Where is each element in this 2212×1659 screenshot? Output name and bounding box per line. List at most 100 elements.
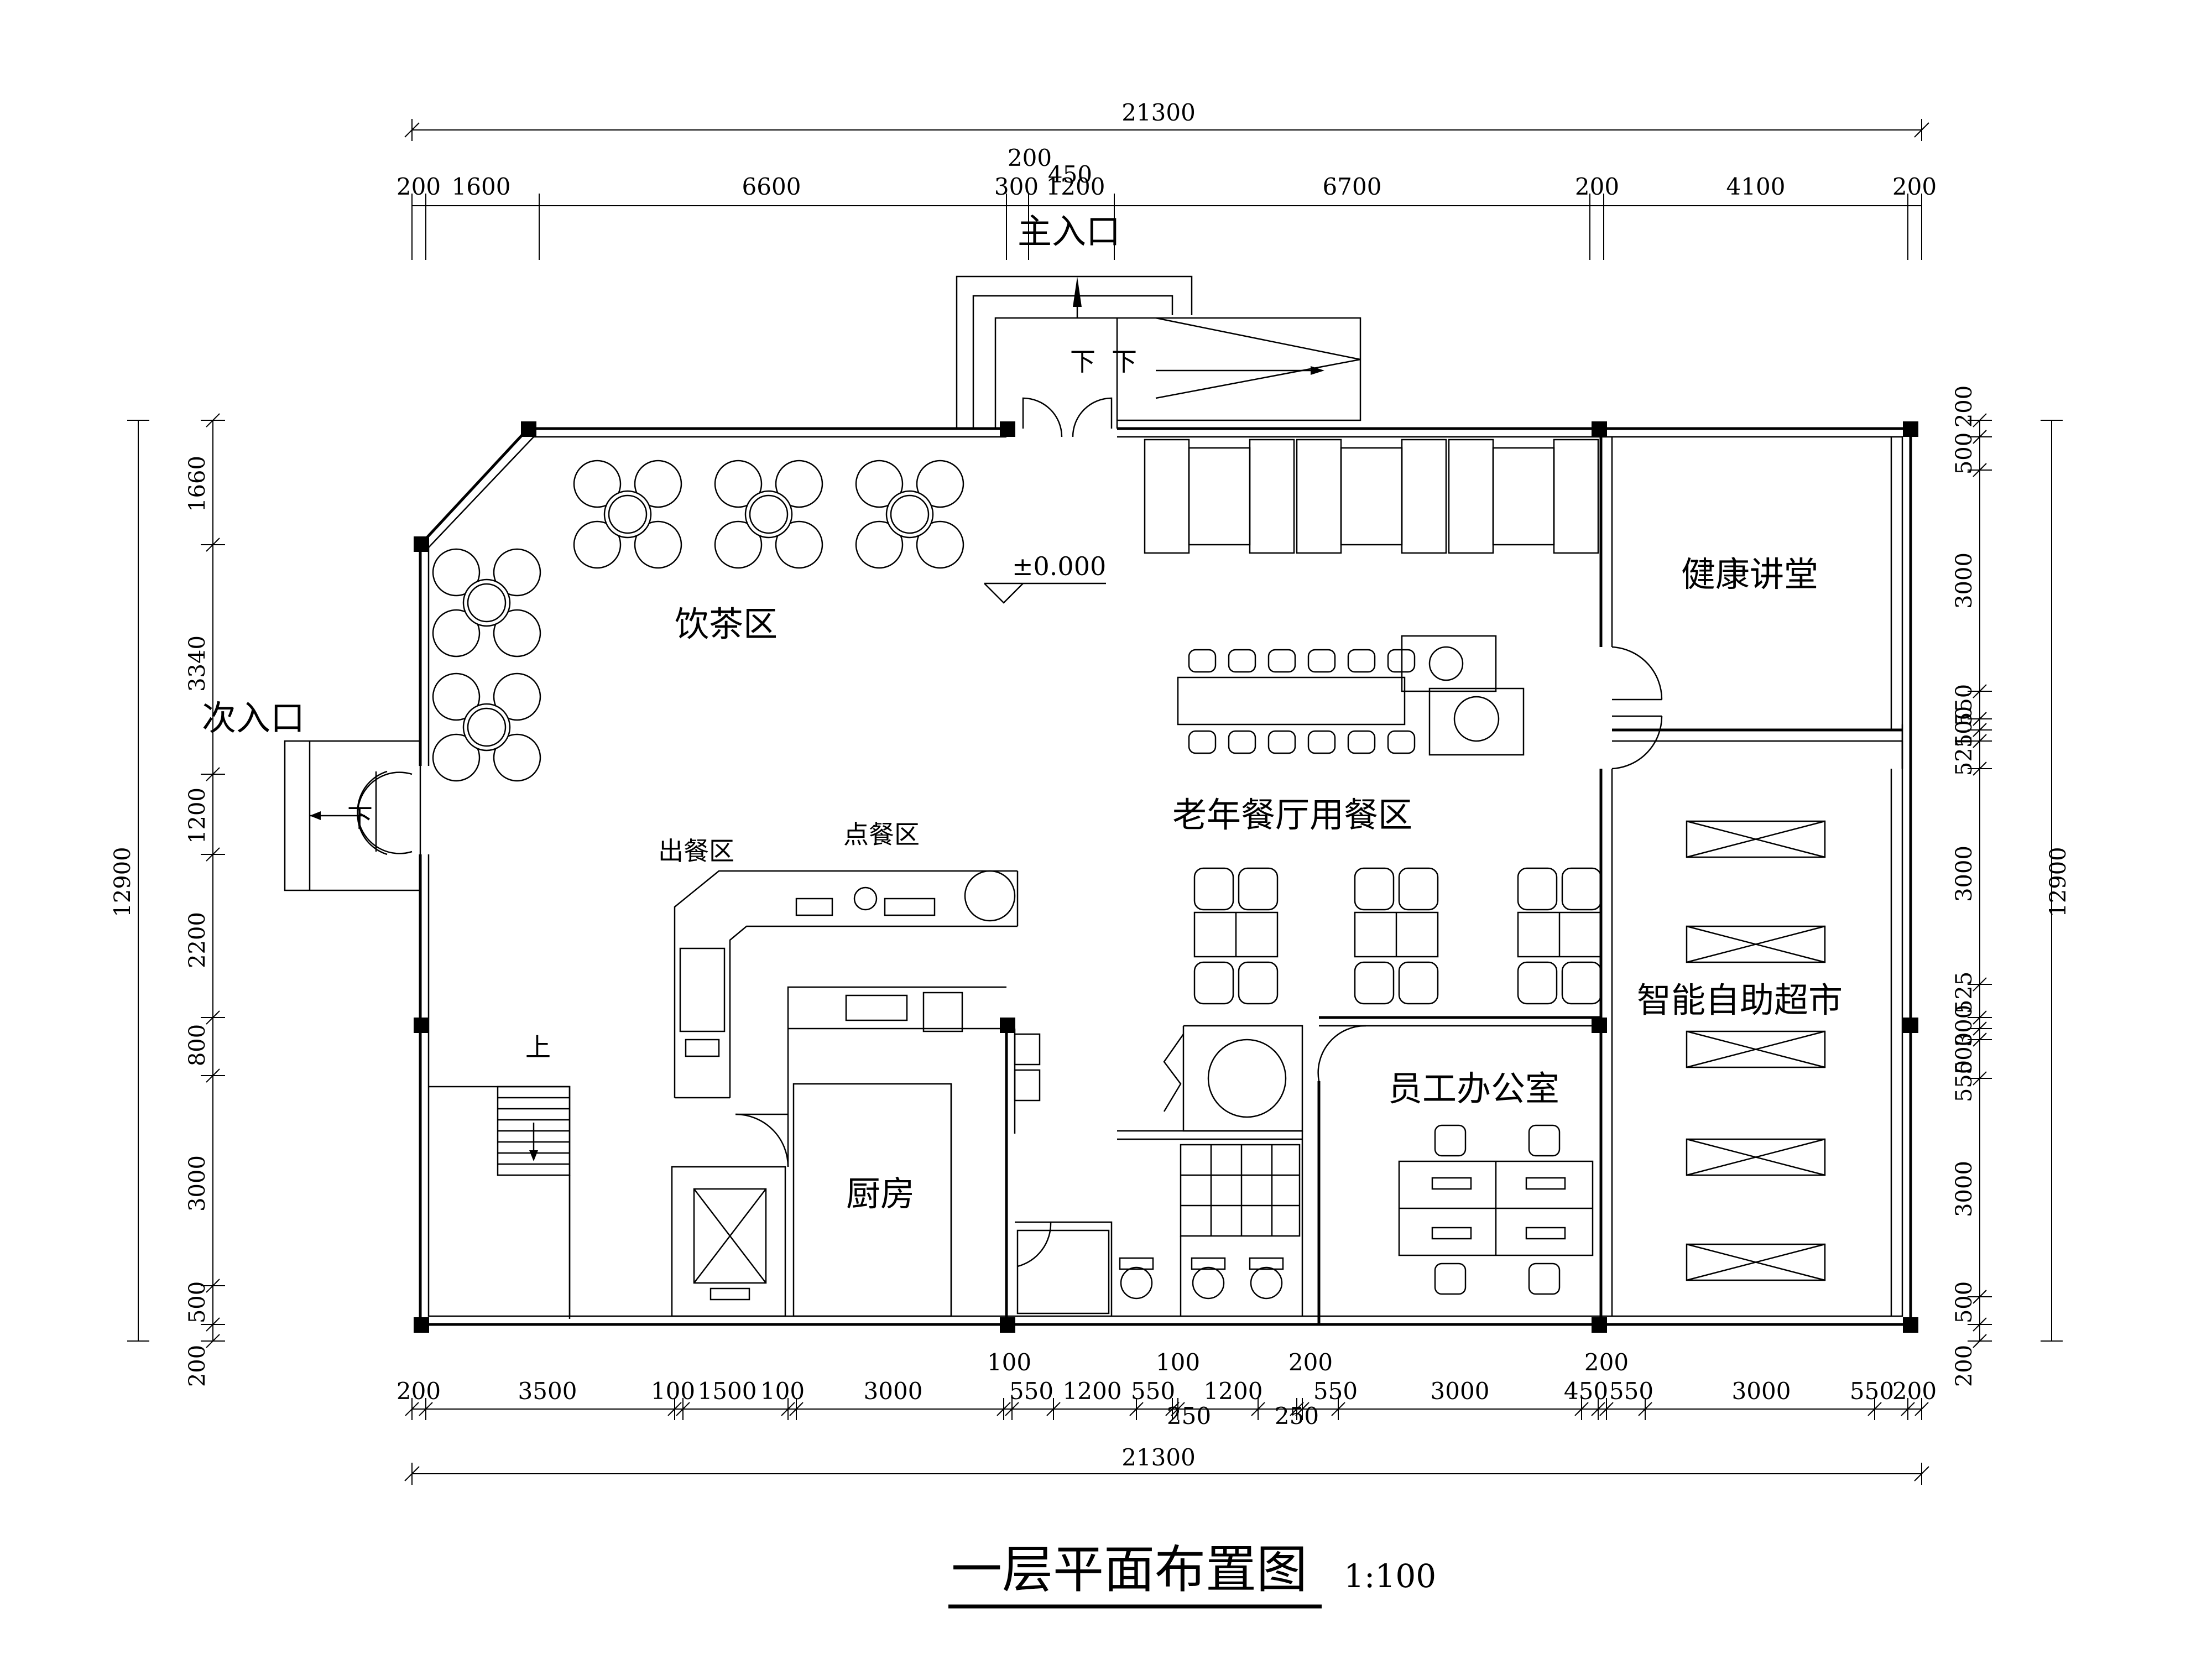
bottom-total-dimension: 21300 <box>1121 1444 1196 1471</box>
chair <box>1307 730 1336 754</box>
left-dim-7: 500 <box>185 1281 210 1323</box>
kitchen-walls <box>671 986 1006 1317</box>
chair <box>1228 649 1256 673</box>
bottom-dimension-labels: 200 3500 100 1500 100 3000 550 1200 550 … <box>397 1349 1937 1471</box>
stair-up-mark: 上 <box>525 1032 551 1062</box>
top-dim-1: 200 <box>397 173 441 200</box>
dining-area-label: 老年餐厅用餐区 <box>1172 795 1412 835</box>
right-dim-2: 500 <box>1952 432 1977 474</box>
top-extra-dim-2: 450 <box>1048 161 1092 188</box>
restrooms <box>1005 1025 1303 1324</box>
secondary-entrance-label: 次入口 <box>202 698 305 738</box>
chair <box>1347 730 1376 754</box>
right-dim-9: 300 <box>1952 1005 1977 1047</box>
right-dim-7: 3000 <box>1952 846 1977 902</box>
supermarket-shelves <box>1686 820 1826 1281</box>
top-dim-9: 200 <box>1892 173 1937 200</box>
health-hall-label: 健康讲堂 <box>1681 554 1818 594</box>
chair <box>1267 649 1296 673</box>
supermarket-label: 智能自助超市 <box>1637 980 1843 1020</box>
staff-office-label: 员工办公室 <box>1388 1068 1559 1109</box>
right-dim-1: 200 <box>1952 385 1977 427</box>
shelf <box>1686 1138 1826 1176</box>
service-counter <box>674 870 1019 1099</box>
right-total-dimension: 12900 <box>2046 847 2071 917</box>
bottom-upper-dim-4: 200 <box>1584 1349 1629 1376</box>
bottom-dim-3: 100 <box>651 1378 695 1405</box>
dining-table <box>1354 867 1439 1005</box>
serving-area-label: 出餐区 <box>658 836 734 866</box>
right-dim-11: 550 <box>1952 1060 1977 1102</box>
chair <box>1347 649 1376 673</box>
bottom-dim-2: 3500 <box>518 1378 577 1405</box>
shelf <box>1686 1243 1826 1281</box>
dining-tables <box>1193 867 1602 1005</box>
chair <box>1228 730 1256 754</box>
top-dim-2: 1600 <box>452 173 511 200</box>
bottom-lower-dim-2: 250 <box>1275 1402 1319 1430</box>
chair <box>1307 649 1336 673</box>
main-entrance-down-mark-2: 下 <box>1112 347 1137 377</box>
drawing-title: 一层平面布置图 1:100 <box>948 1540 1436 1609</box>
chair <box>1188 649 1217 673</box>
long-dining-table <box>1177 635 1525 756</box>
top-dimensions: 21300 200 1600 6600 300 1200 6700 200 41… <box>397 99 1937 260</box>
right-wing-walls <box>1599 429 1903 1324</box>
chair <box>1387 730 1416 754</box>
bottom-dim-8: 1200 <box>1063 1378 1122 1405</box>
bottom-upper-dim-2: 100 <box>1156 1349 1200 1376</box>
left-dim-6: 3000 <box>185 1155 210 1212</box>
top-dim-8: 4100 <box>1726 173 1786 200</box>
left-dim-3: 1200 <box>185 787 210 844</box>
right-dim-14: 200 <box>1952 1345 1977 1387</box>
left-dim-8: 200 <box>185 1345 210 1387</box>
bottom-lower-dim-1: 250 <box>1167 1402 1211 1430</box>
tea-area-label: 饮茶区 <box>675 604 778 644</box>
bottom-dim-15: 3000 <box>1732 1378 1791 1405</box>
dining-table <box>1193 867 1279 1005</box>
right-dim-13: 500 <box>1952 1281 1977 1323</box>
tea-table <box>432 548 541 658</box>
staircase <box>429 1086 571 1319</box>
left-dim-2: 3340 <box>185 635 210 692</box>
top-extra-dim-1: 200 <box>1008 144 1052 171</box>
top-dim-3: 6600 <box>742 173 801 200</box>
bottom-dim-7: 550 <box>1009 1378 1053 1405</box>
bottom-dim-12: 3000 <box>1431 1378 1490 1405</box>
bottom-dim-9: 550 <box>1131 1378 1175 1405</box>
bottom-dim-6: 3000 <box>864 1378 923 1405</box>
secondary-entrance-down-mark: 下 <box>347 803 373 833</box>
bottom-upper-dim-3: 200 <box>1288 1349 1333 1376</box>
right-dim-12: 3000 <box>1952 1161 1977 1217</box>
tea-table <box>714 460 823 569</box>
bottom-dim-5: 100 <box>760 1378 805 1405</box>
bottom-dim-4: 1500 <box>698 1378 757 1405</box>
right-dim-6: 525 <box>1952 734 1977 776</box>
main-entrance: 下 下 <box>956 275 1361 437</box>
ordering-area-label: 点餐区 <box>843 820 920 849</box>
bottom-dim-17: 200 <box>1892 1378 1937 1405</box>
chair <box>1188 730 1217 754</box>
bottom-dim-13: 450 <box>1564 1378 1608 1405</box>
left-total-dimension: 12900 <box>110 847 135 917</box>
top-dim-4: 300 <box>994 173 1039 200</box>
right-dim-5: 550 <box>1952 684 1977 726</box>
bottom-dim-1: 200 <box>397 1378 441 1405</box>
shelf <box>1686 1030 1826 1068</box>
left-dim-1: 1660 <box>185 456 210 512</box>
shelf <box>1686 925 1826 963</box>
booth-seating <box>1144 439 1599 554</box>
main-entrance-label: 主入口 <box>1018 211 1120 252</box>
right-dim-8: 525 <box>1952 972 1977 1014</box>
right-dim-10: 500 <box>1952 1032 1977 1074</box>
svg-text:±0.000: ±0.000 <box>1012 551 1106 581</box>
drawing-scale: 1:100 <box>1344 1557 1436 1595</box>
bottom-upper-dim-1: 100 <box>987 1349 1031 1376</box>
right-dimensions: 12900 200 500 3000 100 550 525 3000 525 … <box>1952 385 2071 1387</box>
tea-table <box>855 460 964 569</box>
dining-table <box>1517 867 1602 1005</box>
chair <box>1267 730 1296 754</box>
bottom-dimensions <box>404 1398 1929 1485</box>
secondary-entrance: 下 <box>284 740 421 891</box>
left-dimensions: 12900 1660 3340 1200 2200 800 3000 500 2… <box>110 413 225 1387</box>
